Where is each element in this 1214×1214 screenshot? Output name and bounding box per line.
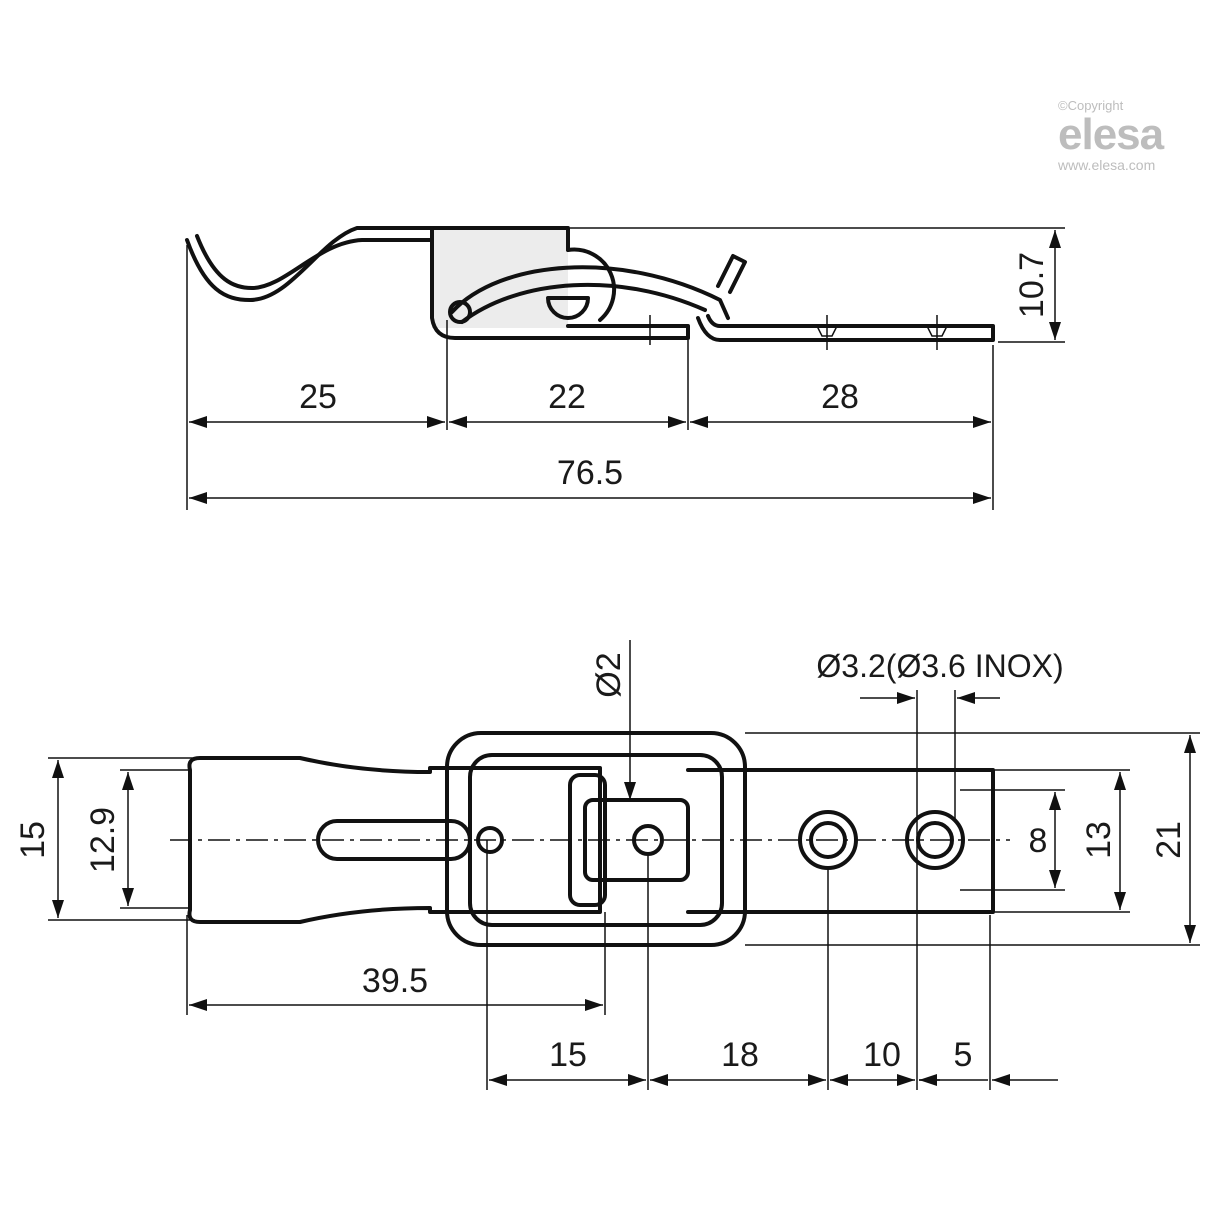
dim-handle-inner-width: 12.9 [84,807,122,873]
dim-hole-diameter: Ø3.2(Ø3.6 INOX) [816,648,1063,684]
brand-name: elesa [1058,110,1164,159]
dim-spacing-3: 10 [863,1036,901,1074]
top-view-dimensions: 15 12.9 8 13 21 Ø2 Ø3.2(Ø3.6 INOX) [14,640,1200,1090]
side-view-latch [185,226,995,350]
base-plate [686,768,995,914]
tongue [583,798,690,882]
top-view-latch [170,731,1010,947]
dim-handle-width: 15 [14,821,52,859]
side-view-dimensions: 10.7 25 22 28 76.5 [186,227,1065,510]
hook-outer [185,226,434,302]
dim-spacing-2: 18 [721,1036,759,1074]
dim-plate-width: 13 [1080,821,1118,859]
dim-spacing-4: 5 [954,1036,973,1074]
dim-segment-1: 25 [299,378,337,416]
dim-pin-diameter: Ø2 [590,652,628,697]
hook-inner [195,234,434,290]
dim-segment-3: 28 [821,378,859,416]
dim-handle-length: 39.5 [362,962,428,1000]
dim-spacing-1: 15 [549,1036,587,1074]
website-url: www.elesa.com [1058,157,1156,173]
wire-bail [450,265,730,320]
dim-hole-width: 8 [1029,822,1048,860]
handle [187,756,602,924]
dim-height: 10.7 [1013,252,1051,318]
handle-slot [316,819,472,861]
elesa-logo: ©Copyright elesa www.elesa.com [1058,98,1164,173]
dim-segment-2: 22 [548,378,586,416]
dim-overall-length: 76.5 [557,454,623,492]
dim-overall-width: 21 [1150,821,1188,859]
wire-frame [445,731,747,947]
copyright-text: ©Copyright [1058,98,1124,113]
